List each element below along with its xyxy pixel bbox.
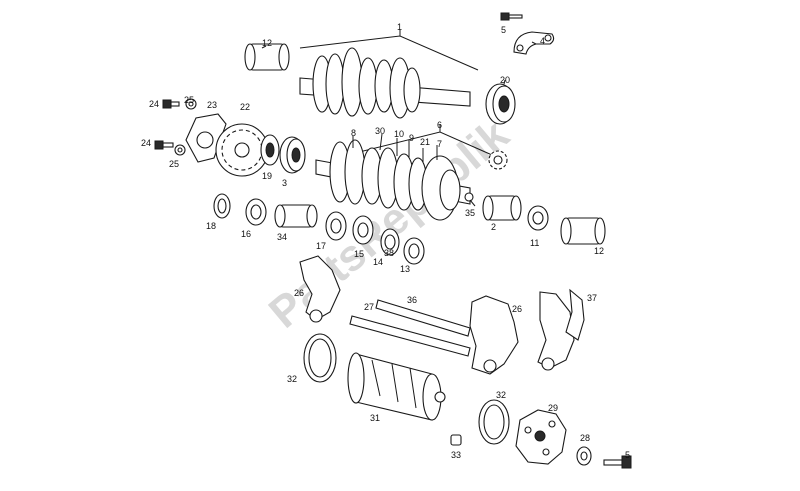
shift-fork-26-right: [469, 295, 519, 375]
callout-29: 29: [548, 403, 558, 413]
callout-3: 3: [282, 178, 287, 188]
callout-6: 6: [437, 120, 442, 130]
callout-15: 15: [354, 249, 364, 259]
callout-36: 36: [407, 295, 417, 305]
main-shaft-gears: [312, 47, 421, 119]
lower-shaft-assembly: [315, 124, 508, 221]
callout-9: 9: [409, 133, 414, 143]
needle-bearing-2: [482, 195, 522, 221]
bearing-19: [260, 134, 280, 166]
callout-17: 17: [316, 241, 326, 251]
callout-33: 33: [451, 450, 461, 460]
callout-8: 8: [351, 128, 356, 138]
callout-12-right: 12: [594, 246, 604, 256]
callout-38: 38: [384, 248, 394, 258]
washer-28: [576, 446, 592, 466]
callout-5-bottom: 5: [625, 450, 630, 460]
callout-26-right: 26: [512, 304, 522, 314]
shift-fork-37: [537, 288, 585, 371]
gear-symbol-icon: [488, 150, 508, 170]
callout-21: 21: [420, 137, 430, 147]
shift-fork-26-left: [299, 255, 341, 323]
callout-2: 2: [491, 222, 496, 232]
callout-10: 10: [394, 129, 404, 139]
screw-5-bottom: [603, 455, 632, 469]
callout-labels: 1 2 3 4 5 5 6 7 8 9 10 11 12 12 13 14 15…: [141, 22, 630, 460]
leader-lines: [261, 41, 537, 207]
ball-bearing-20: [485, 83, 516, 125]
callout-4: 4: [540, 36, 545, 46]
bearing-3: [279, 136, 306, 174]
callout-19: 19: [262, 171, 272, 181]
callout-20: 20: [500, 75, 510, 85]
callout-32-left: 32: [287, 374, 297, 384]
callout-5-top: 5: [501, 25, 506, 35]
callout-34: 34: [277, 232, 287, 242]
callout-24-bottom: 24: [141, 138, 151, 148]
callout-24-top: 24: [149, 99, 159, 109]
callout-30: 30: [375, 126, 385, 136]
callout-26-left: 26: [294, 288, 304, 298]
callout-23: 23: [207, 100, 217, 110]
star-plate-29: [515, 409, 567, 465]
callout-12-top: 12: [262, 38, 272, 48]
callout-16: 16: [241, 229, 251, 239]
sprocket-22: [215, 123, 269, 177]
callout-13: 13: [400, 264, 410, 274]
callout-22: 22: [240, 102, 250, 112]
callout-35: 35: [465, 208, 475, 218]
shift-drum-31: [347, 352, 446, 421]
seal-32-right: [478, 399, 510, 445]
callout-25-top: 25: [184, 95, 194, 105]
callout-28: 28: [580, 433, 590, 443]
callout-31: 31: [370, 413, 380, 423]
upper-shaft-assembly: [244, 30, 516, 125]
callout-32-right: 32: [496, 390, 506, 400]
callout-27: 27: [364, 302, 374, 312]
callout-14: 14: [373, 257, 383, 267]
sprocket-group: [154, 98, 306, 177]
shift-rods: [349, 299, 471, 357]
seal-32-left: [303, 333, 337, 383]
needle-bearing-12-top: [244, 43, 290, 71]
callout-11: 11: [530, 238, 539, 248]
callout-37: 37: [587, 293, 597, 303]
pin-33: [450, 434, 462, 446]
callout-7: 7: [437, 139, 442, 149]
screw-5-top: [500, 12, 523, 21]
washer-row: [213, 193, 606, 265]
callout-1: 1: [397, 22, 402, 32]
callout-18: 18: [206, 221, 216, 231]
callout-25-bottom: 25: [169, 159, 179, 169]
